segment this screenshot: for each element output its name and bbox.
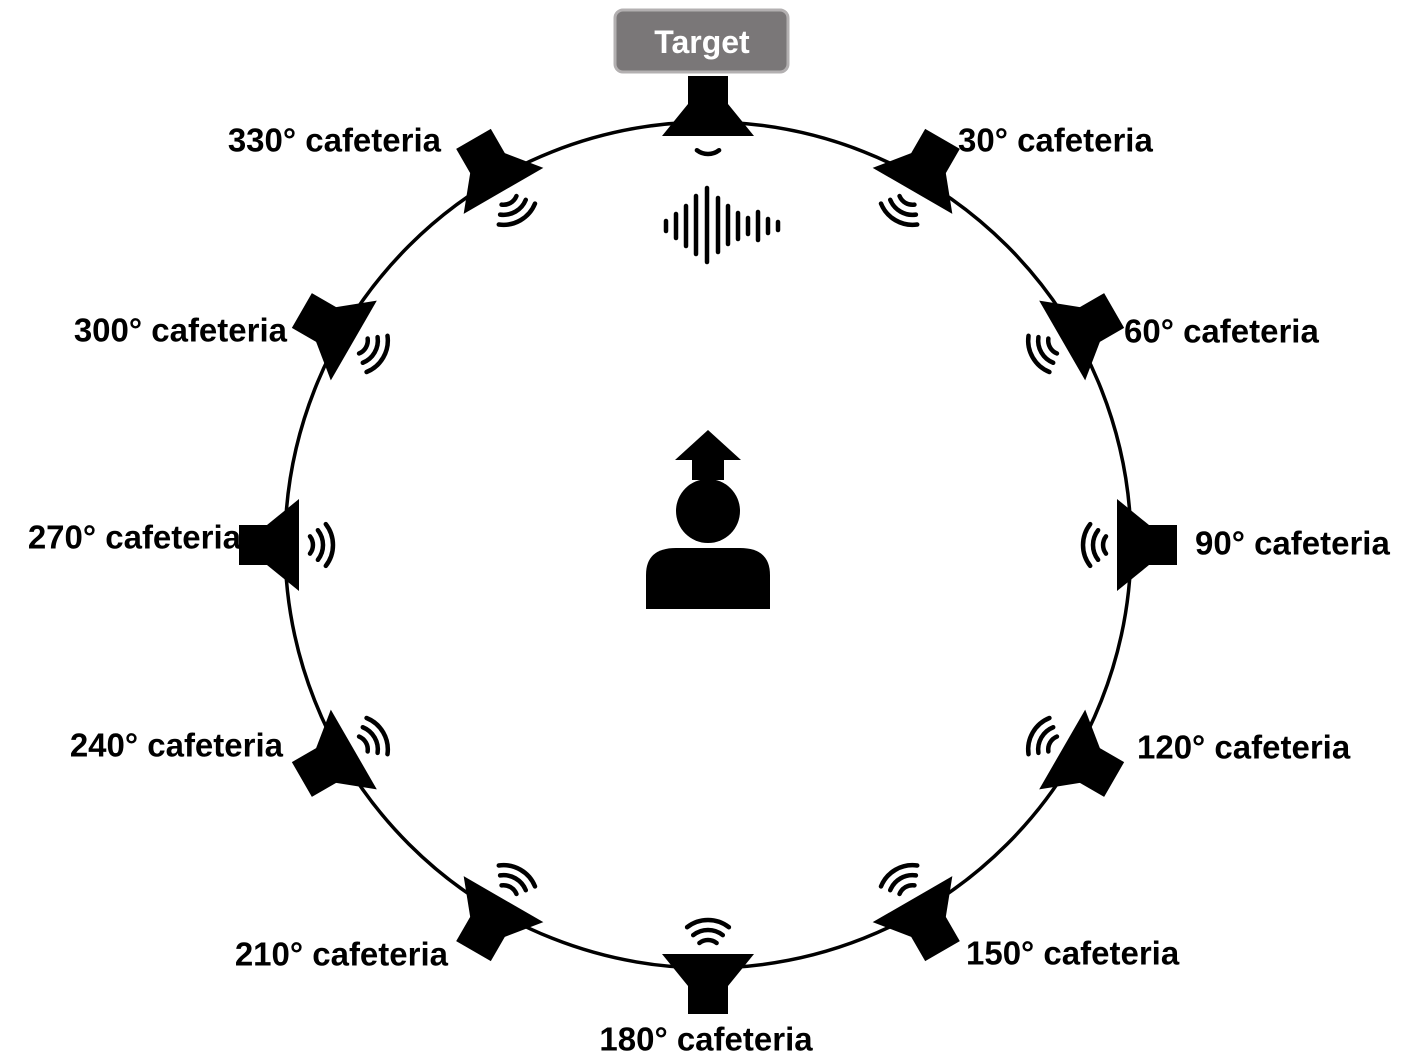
speaker-150 [872,862,960,962]
loudspeaker-icon [872,876,960,962]
facing-arrow-icon [675,430,741,480]
loudspeaker-icon [456,876,544,962]
loudspeaker-icon [456,128,544,214]
speaker-330 [456,128,544,228]
target-label: Target [654,24,750,60]
speaker-label-210: 210° cafeteria [235,936,449,973]
sound-emission-icon [684,917,732,946]
sound-emission-icon [694,147,722,157]
speaker-300 [291,293,391,381]
speaker-label-150: 150° cafeteria [966,935,1180,972]
speaker-label-240: 240° cafeteria [70,727,284,764]
speaker-120 [1025,709,1125,797]
listener-head [676,479,740,543]
speaker-label-60: 60° cafeteria [1124,313,1319,350]
loudspeaker-icon [239,499,299,591]
speaker-60 [1025,293,1125,381]
speaker-label-30: 30° cafeteria [958,122,1153,159]
speaker-label-270: 270° cafeteria [28,519,242,556]
sound-emission-icon [496,862,538,897]
sound-emission-icon [356,715,391,757]
sound-wave-icon [663,185,781,265]
loudspeaker-icon [662,76,754,136]
labels-layer: 30° cafeteria 60° cafeteria 90° cafeteria 1… [28,122,1391,1058]
speaker-210 [456,862,544,962]
sound-emission-icon [1025,333,1060,375]
sound-emission-icon [1080,521,1109,569]
person-facing-forward-icon [646,430,770,609]
loudspeaker-icon [872,128,960,214]
speaker-label-330: 330° cafeteria [228,122,442,159]
loudspeaker-icon [1039,293,1125,381]
loudspeaker-icon [291,709,377,797]
listener-body [646,548,770,609]
speaker-30 [872,128,960,228]
sound-emission-icon [496,193,538,228]
speaker-label-300: 300° cafeteria [74,312,288,349]
speaker-90 [1080,499,1177,591]
speakers-layer [239,76,1177,1014]
target-badge: Target [613,8,790,74]
speaker-label-120: 120° cafeteria [1137,729,1351,766]
loudspeaker-icon [291,293,377,381]
sound-emission-icon [307,521,336,569]
speaker-0 [662,76,754,157]
target-badge-background [613,8,790,74]
sound-emission-icon [356,333,391,375]
speaker-240 [291,709,391,797]
speaker-label-90: 90° cafeteria [1195,525,1390,562]
sound-emission-icon [878,193,920,228]
loudspeaker-icon [662,954,754,1014]
loudspeaker-icon [1117,499,1177,591]
speaker-label-180: 180° cafeteria [599,1021,813,1058]
speaker-270 [239,499,336,591]
speaker-180 [662,917,754,1014]
sound-emission-icon [1025,715,1060,757]
loudspeaker-icon [1039,709,1125,797]
sound-emission-icon [878,862,920,897]
